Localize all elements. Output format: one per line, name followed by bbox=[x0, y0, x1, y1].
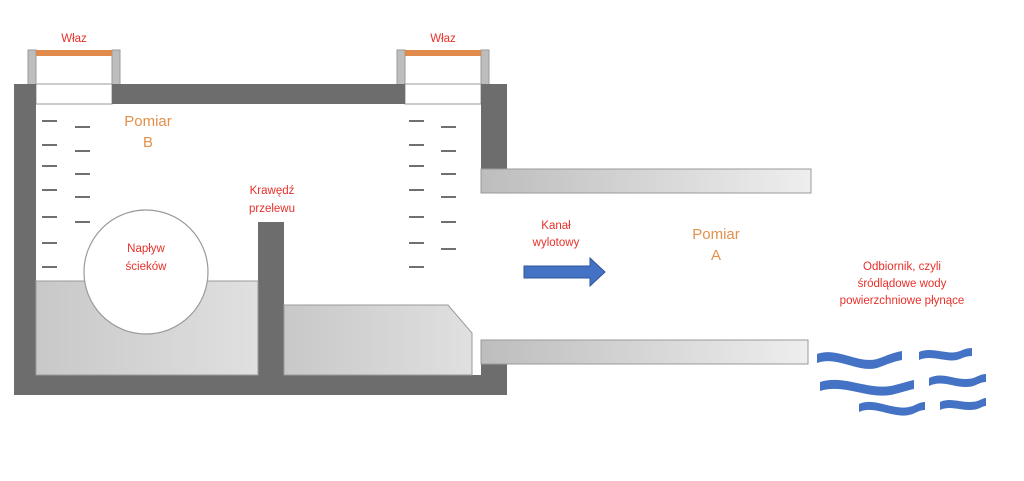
outlet-pipe-top bbox=[480, 168, 812, 194]
manhole-left-lid bbox=[36, 50, 112, 56]
label-inflow-line1: Napływ bbox=[127, 243, 165, 255]
label-receiver-line2: śródlądowe wody bbox=[858, 278, 947, 290]
label-manhole-left: Właz bbox=[61, 33, 87, 45]
arrow-right-icon bbox=[523, 256, 606, 288]
label-receiver-line1: Odbiornik, czyli bbox=[863, 261, 941, 273]
label-measure-b-line1: Pomiar bbox=[124, 113, 172, 130]
label-overflow-line1: Krawędź bbox=[250, 185, 295, 197]
label-manhole-right: Właz bbox=[430, 33, 456, 45]
label-measure-a-line1: Pomiar bbox=[692, 226, 740, 243]
label-outlet-line1: Kanał bbox=[541, 220, 571, 232]
inflow-pipe bbox=[83, 209, 209, 335]
water-right bbox=[283, 304, 473, 376]
manhole-right-lid bbox=[405, 50, 481, 56]
ladder-marks-right bbox=[409, 120, 456, 268]
label-overflow-line2: przelewu bbox=[249, 203, 295, 215]
label-inflow-line2: ścieków bbox=[126, 261, 168, 273]
waves-icon bbox=[817, 348, 986, 416]
label-measure-b-line2: B bbox=[143, 134, 153, 151]
ladder-marks-left bbox=[42, 120, 90, 268]
overflow-weir bbox=[258, 222, 284, 375]
manhole-left bbox=[27, 49, 121, 105]
manhole-right bbox=[396, 49, 490, 105]
label-outlet-line2: wylotowy bbox=[532, 237, 580, 249]
outlet-pipe-bottom bbox=[480, 339, 809, 365]
label-measure-a-line2: A bbox=[711, 247, 721, 264]
label-receiver-line3: powierzchniowe płynące bbox=[840, 295, 965, 307]
